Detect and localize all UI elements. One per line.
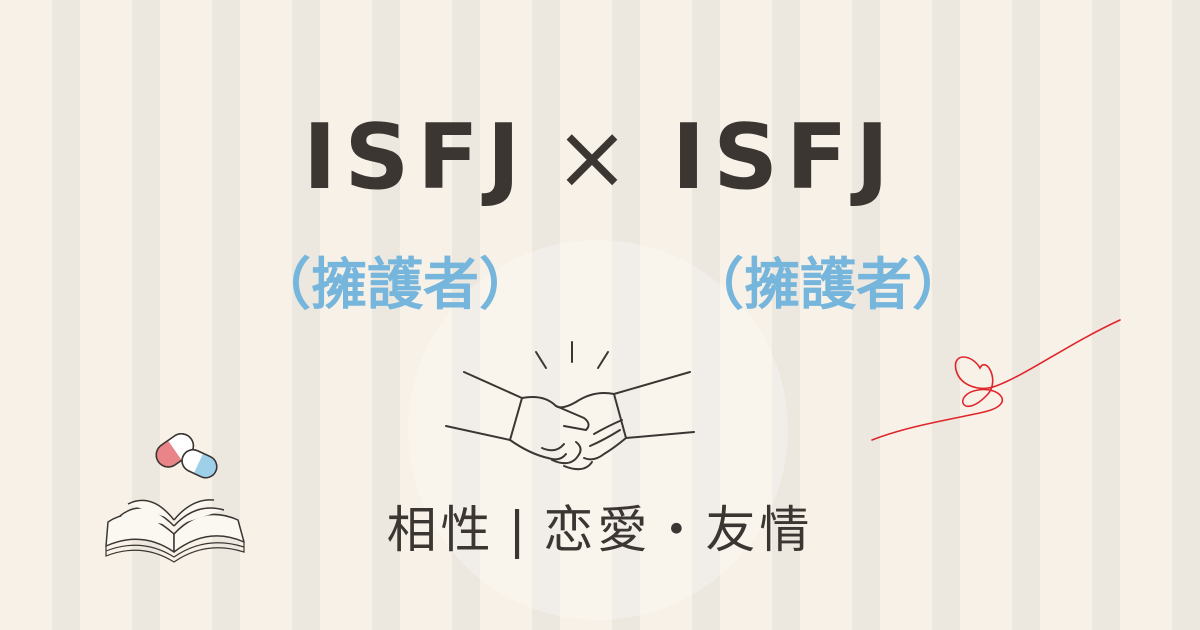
pink-blue-capsule xyxy=(155,433,195,468)
title-type-left: ISFJ xyxy=(303,105,529,210)
book-and-capsules-icon xyxy=(105,433,245,563)
page-title: ISFJ×ISFJ xyxy=(0,108,1200,207)
handshake-icon xyxy=(445,341,695,471)
background-glow xyxy=(408,240,788,620)
caption: 相性|恋愛・友情 xyxy=(0,500,1200,560)
heart-string-icon xyxy=(871,319,1121,441)
subtitle-right: （擁護者） xyxy=(688,253,968,318)
subtitle-left: （擁護者） xyxy=(255,253,535,318)
caption-separator: | xyxy=(508,501,530,559)
caption-love-friendship: 恋愛・友情 xyxy=(543,501,814,559)
caption-compatibility: 相性 xyxy=(386,501,495,559)
times-sign: × xyxy=(554,105,638,210)
blue-white-capsule xyxy=(181,449,218,479)
title-type-right: ISFJ xyxy=(671,105,897,210)
